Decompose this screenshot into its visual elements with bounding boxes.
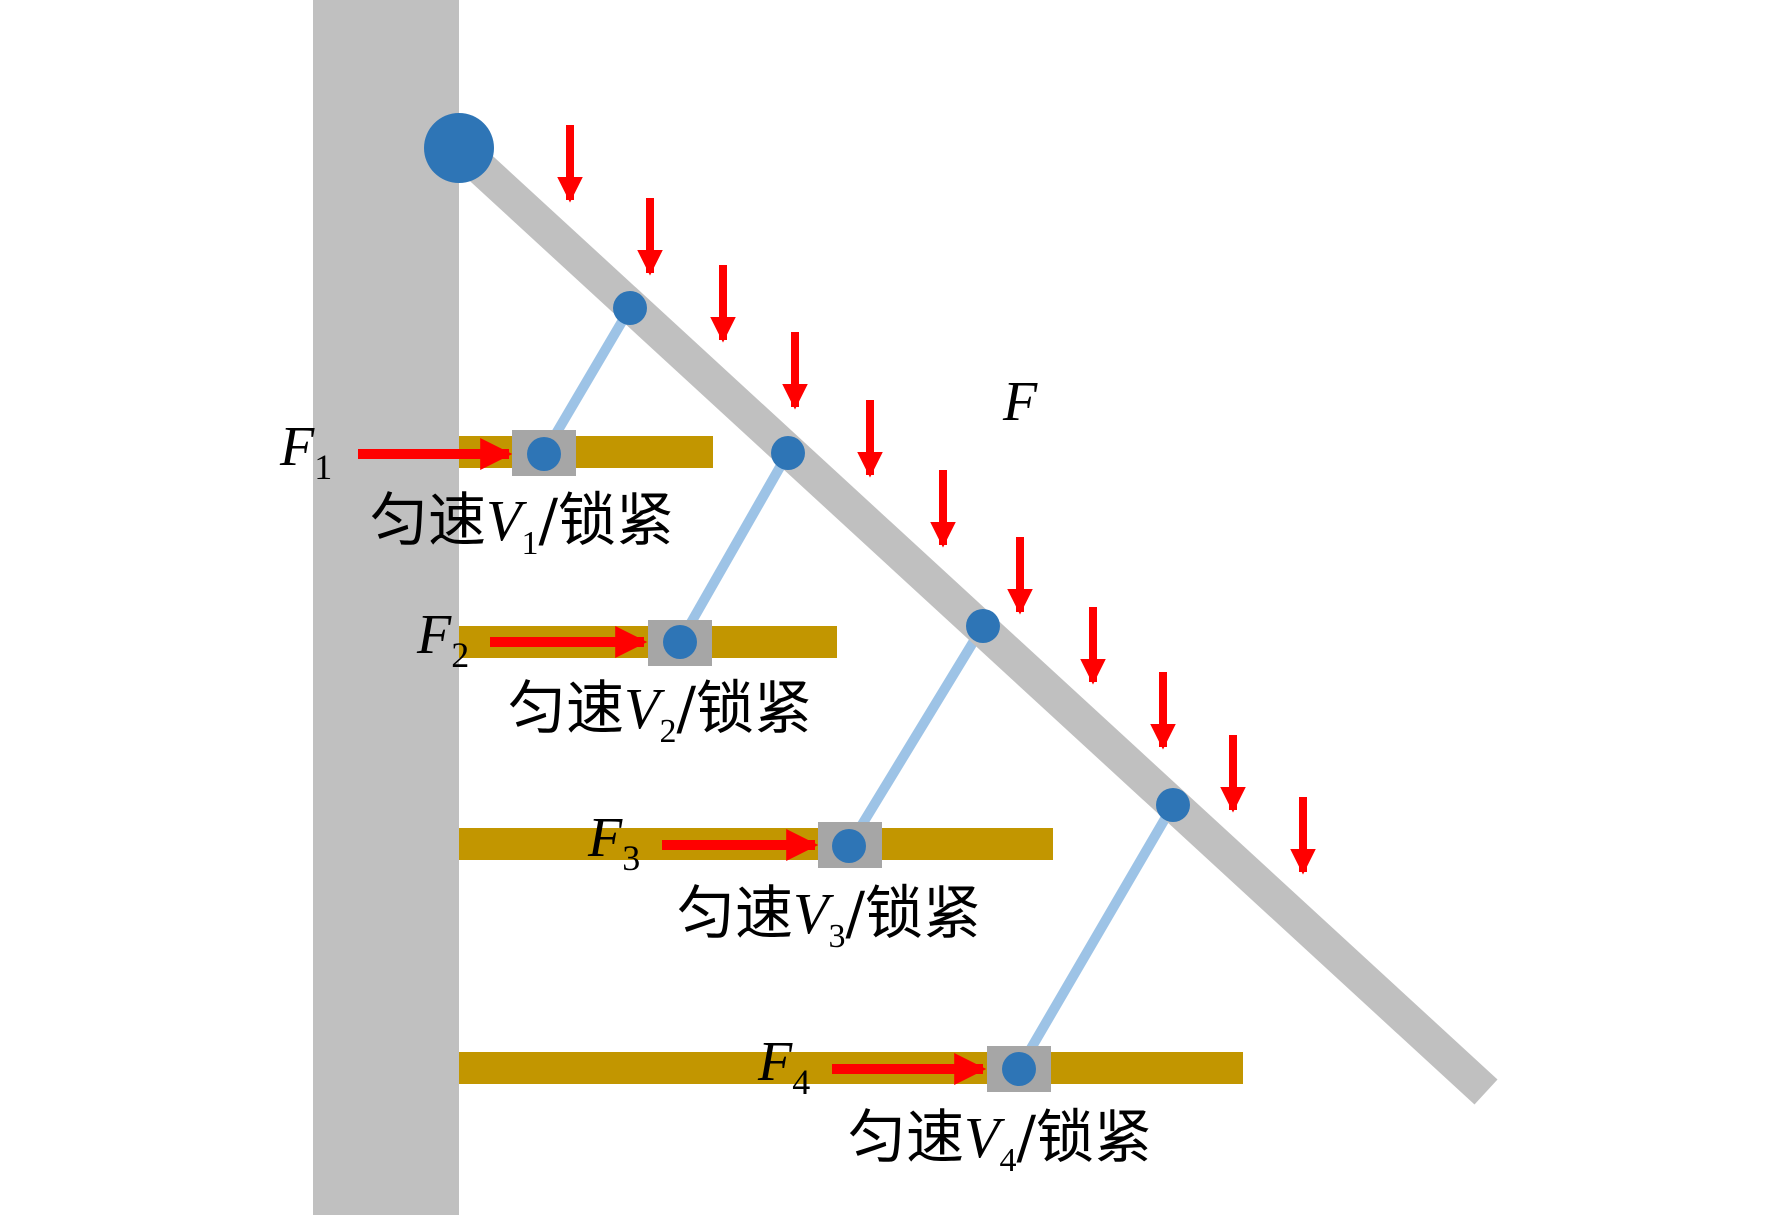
stage-caption-4: 匀速V4/锁紧 [848, 1103, 1152, 1179]
link-rod-3 [844, 623, 988, 849]
boom-joint-4 [1156, 788, 1190, 822]
force-label-3: F3 [587, 807, 640, 878]
support-wall [313, 0, 459, 1215]
distributed-load-arrows [557, 125, 1316, 875]
slider-joint-3 [832, 829, 866, 863]
link-rod-1 [539, 305, 635, 457]
boom-joint-2 [771, 436, 805, 470]
load-label: F [1002, 371, 1038, 433]
stage-caption-2: 匀速V2/锁紧 [508, 674, 812, 750]
slider-joint-1 [527, 437, 561, 471]
boom-joint-1 [613, 291, 647, 325]
stage-caption-1: 匀速V1/锁紧 [370, 486, 674, 562]
main-pivot-joint [424, 113, 494, 183]
boom-joint-3 [966, 609, 1000, 643]
slider-joint-4 [1002, 1052, 1036, 1086]
force-label-4: F4 [757, 1031, 810, 1102]
link-rod-2 [675, 450, 793, 645]
link-rod-4 [1014, 802, 1178, 1072]
stage-caption-3: 匀速V3/锁紧 [677, 879, 981, 955]
slider-joint-2 [663, 625, 697, 659]
force-label-2: F2 [416, 604, 469, 675]
force-label-1: F1 [279, 416, 332, 487]
